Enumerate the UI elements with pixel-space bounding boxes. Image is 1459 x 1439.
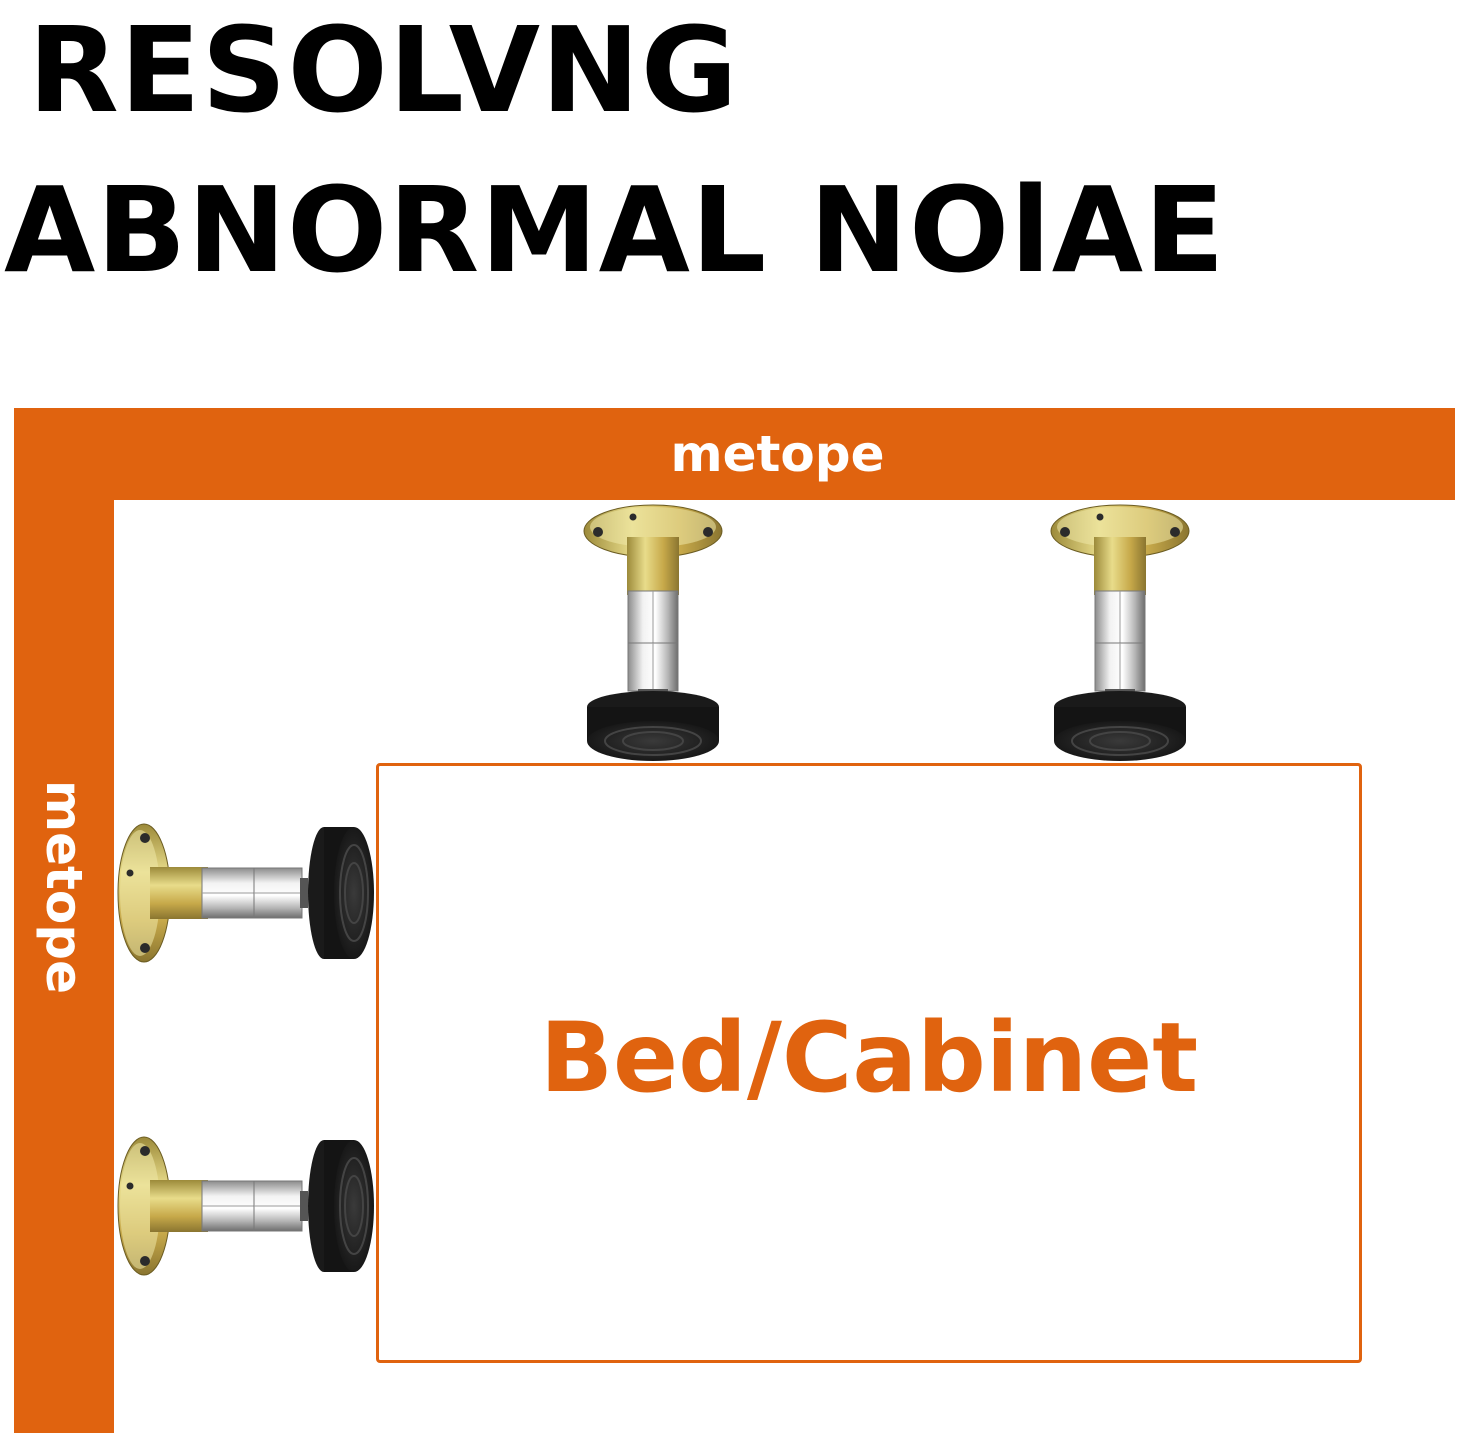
left-wall bbox=[14, 408, 114, 1433]
headline-line-2: ABNORMAL NOlAE bbox=[4, 161, 1226, 299]
stopper-left-1 bbox=[116, 818, 378, 968]
stopper-left-2 bbox=[116, 1131, 378, 1281]
bed-cabinet-label: Bed/Cabinet bbox=[539, 1002, 1199, 1114]
wall-stopper-icon bbox=[117, 1136, 374, 1276]
bed-cabinet-box: Bed/Cabinet bbox=[376, 763, 1362, 1363]
stopper-top-2 bbox=[1045, 503, 1195, 765]
stopper-top-1 bbox=[578, 503, 728, 765]
headline-line-1: RESOLVNG bbox=[28, 1, 739, 139]
wall-stopper-icon bbox=[1050, 504, 1190, 761]
top-wall bbox=[14, 408, 1455, 500]
wall-stopper-icon bbox=[117, 823, 374, 963]
wall-stopper-icon bbox=[583, 504, 723, 761]
left-wall-label: metope bbox=[35, 780, 93, 994]
top-wall-label: metope bbox=[670, 425, 885, 483]
